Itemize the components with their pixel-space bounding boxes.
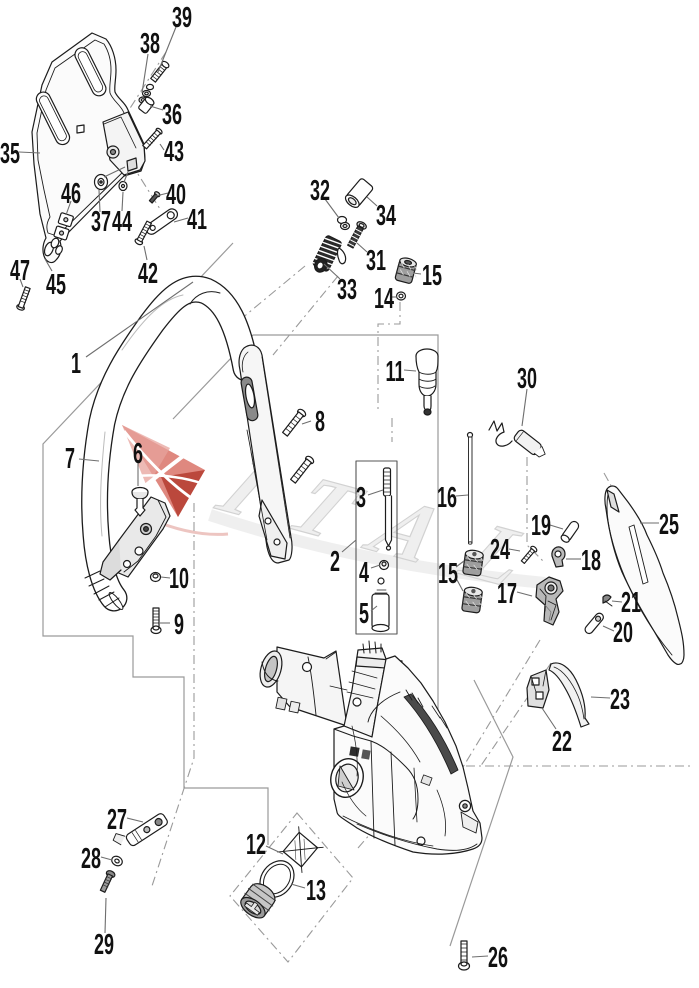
svg-text:36: 36 bbox=[162, 99, 182, 131]
svg-text:45: 45 bbox=[46, 269, 66, 301]
svg-text:38: 38 bbox=[140, 28, 160, 60]
svg-text:10: 10 bbox=[169, 563, 189, 595]
svg-text:5: 5 bbox=[359, 598, 369, 630]
svg-text:41: 41 bbox=[187, 204, 207, 236]
svg-text:35: 35 bbox=[0, 138, 20, 170]
svg-text:23: 23 bbox=[610, 684, 630, 716]
svg-text:32: 32 bbox=[310, 175, 330, 207]
svg-text:31: 31 bbox=[366, 245, 386, 277]
svg-text:29: 29 bbox=[94, 929, 114, 961]
svg-text:3: 3 bbox=[356, 482, 366, 514]
svg-text:15: 15 bbox=[438, 558, 458, 590]
svg-text:26: 26 bbox=[488, 942, 508, 974]
svg-text:25: 25 bbox=[659, 509, 679, 541]
svg-text:21: 21 bbox=[621, 587, 641, 619]
svg-text:42: 42 bbox=[138, 258, 158, 290]
svg-text:18: 18 bbox=[581, 545, 601, 577]
svg-text:9: 9 bbox=[174, 609, 184, 641]
svg-text:16: 16 bbox=[437, 482, 457, 514]
svg-text:27: 27 bbox=[107, 804, 127, 836]
svg-text:43: 43 bbox=[164, 136, 184, 168]
svg-text:22: 22 bbox=[552, 726, 572, 758]
svg-text:4: 4 bbox=[359, 557, 369, 589]
svg-text:24: 24 bbox=[490, 534, 510, 566]
svg-text:15: 15 bbox=[422, 260, 442, 292]
svg-text:2: 2 bbox=[330, 546, 340, 578]
svg-text:47: 47 bbox=[10, 255, 30, 287]
svg-text:1: 1 bbox=[71, 348, 81, 380]
svg-text:44: 44 bbox=[112, 206, 132, 238]
svg-text:17: 17 bbox=[497, 578, 517, 610]
svg-text:34: 34 bbox=[376, 200, 396, 232]
svg-text:6: 6 bbox=[133, 438, 143, 470]
svg-text:28: 28 bbox=[81, 843, 101, 875]
svg-text:40: 40 bbox=[166, 179, 186, 211]
svg-text:30: 30 bbox=[517, 363, 537, 395]
svg-text:11: 11 bbox=[385, 356, 404, 388]
svg-text:39: 39 bbox=[172, 2, 192, 34]
svg-text:20: 20 bbox=[613, 617, 633, 649]
svg-text:33: 33 bbox=[337, 274, 357, 306]
svg-text:8: 8 bbox=[315, 406, 325, 438]
svg-text:37: 37 bbox=[91, 206, 111, 238]
svg-text:46: 46 bbox=[61, 178, 81, 210]
svg-text:14: 14 bbox=[374, 283, 394, 315]
svg-text:13: 13 bbox=[306, 875, 326, 907]
svg-text:19: 19 bbox=[531, 510, 551, 542]
svg-text:12: 12 bbox=[246, 829, 266, 861]
svg-text:7: 7 bbox=[65, 443, 75, 475]
